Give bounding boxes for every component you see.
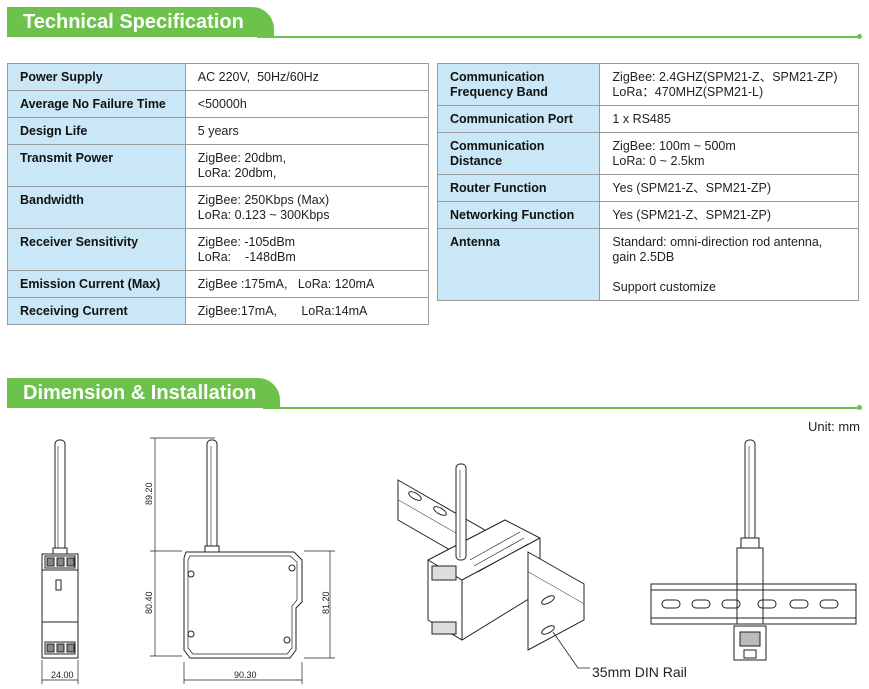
spec-value-cell: Standard: omni-direction rod antenna,gai… [599, 228, 859, 301]
spec-value: LoRa: 0.123 ~ 300Kbps [197, 208, 330, 222]
dim-header-dot [857, 405, 862, 410]
spec-value: LoRa: 0 ~ 2.5km [612, 154, 705, 168]
spec-value: LoRa：470MHZ(SPM21-L) [612, 85, 764, 99]
spec-value: ZigBee: 100m ~ 500m [612, 139, 736, 153]
spec-value-cell: AC 220V, 50Hz/60Hz [184, 63, 430, 91]
left-spec-row: Emission Current (Max) ZigBee :175mA, LoR… [7, 270, 430, 298]
spec-label: Bandwidth [20, 193, 84, 207]
spec-label: Networking Function [450, 208, 575, 222]
spec-value: ZigBee: 2.4GHZ(SPM21-Z、SPM21-ZP) [612, 70, 838, 84]
spec-value: Yes (SPM21-Z、SPM21-ZP) [612, 181, 772, 195]
left-spec-row: Transmit Power ZigBee: 20dbm,LoRa: 20dbm, [7, 144, 430, 187]
spec-label: Distance [450, 154, 503, 168]
spec-value-cell: ZigBee: 2.4GHZ(SPM21-Z、SPM21-ZP)LoRa：470… [599, 63, 859, 106]
spec-value: ZigBee: -105dBm [197, 235, 296, 249]
spec-value-cell: ZigBee :175mA, LoRa: 120mA [184, 270, 430, 298]
spec-value-cell: Yes (SPM21-Z、SPM21-ZP) [599, 201, 859, 229]
left-spec-row: Design Life 5 years [7, 117, 430, 145]
rear-view-drawing [650, 439, 857, 661]
spec-value: LoRa: 20dbm, [197, 166, 277, 180]
body-height-left-dimension: 80.40 [144, 591, 154, 614]
spec-value-cell: Yes (SPM21-Z、SPM21-ZP) [599, 174, 859, 202]
spec-label-cell: Design Life [7, 117, 186, 145]
spec-value: AC 220V, 50Hz/60Hz [197, 70, 319, 84]
right-spec-row: Router Function Yes (SPM21-Z、SPM21-ZP) [436, 174, 859, 202]
spec-label: Communication [450, 70, 545, 84]
body-width-dimension: 90.30 [234, 670, 257, 680]
left-spec-row: Average No Failure Time <50000h [7, 90, 430, 118]
left-spec-row: Power Supply AC 220V, 50Hz/60Hz [7, 63, 430, 91]
spec-label-cell: Average No Failure Time [7, 90, 186, 118]
spec-value: LoRa: -148dBm [197, 250, 296, 264]
spec-value: <50000h [197, 97, 247, 111]
spec-label-cell: Bandwidth [7, 186, 186, 229]
spec-value-cell: <50000h [184, 90, 430, 118]
spec-label-cell: Communication Port [436, 105, 601, 133]
front-view-drawing [150, 437, 335, 684]
spec-header-rule [257, 36, 860, 38]
spec-value-cell: ZigBee: 250Kbps (Max)LoRa: 0.123 ~ 300Kb… [184, 186, 430, 229]
spec-value: Standard: omni-direction rod antenna, [612, 235, 823, 249]
spec-value: ZigBee: 20dbm, [197, 151, 287, 165]
right-spec-row: Antenna Standard: omni-direction rod ante… [436, 228, 859, 301]
spec-section-title: Technical Specification [7, 7, 274, 37]
spec-label: Communication [450, 139, 545, 153]
left-spec-row: Bandwidth ZigBee: 250Kbps (Max)LoRa: 0.12… [7, 186, 430, 229]
spec-label-cell: Power Supply [7, 63, 186, 91]
spec-label: Frequency Band [450, 85, 548, 99]
spec-value: 5 years [197, 124, 239, 138]
spec-label-cell: Router Function [436, 174, 601, 202]
spec-label: Emission Current (Max) [20, 277, 161, 291]
dim-section-title: Dimension & Installation [7, 378, 280, 408]
spec-label-cell: Transmit Power [7, 144, 186, 187]
din-rail-label: 35mm DIN Rail [592, 664, 687, 680]
spec-label: Receiving Current [20, 304, 128, 318]
spec-value: Yes (SPM21-Z、SPM21-ZP) [612, 208, 772, 222]
spec-value: ZigBee: 250Kbps (Max) [197, 193, 330, 207]
spec-label: Average No Failure Time [20, 97, 166, 111]
spec-label: Communication Port [450, 112, 573, 126]
right-spec-row: Networking Function Yes (SPM21-Z、SPM21-ZP… [436, 201, 859, 229]
left-spec-row: Receiving Current ZigBee:17mA, LoRa:14mA [7, 297, 430, 325]
antenna-height-dimension: 89.20 [144, 482, 154, 505]
spec-label-cell: Receiver Sensitivity [7, 228, 186, 271]
spec-label: Power Supply [20, 70, 103, 84]
spec-value-cell: ZigBee: 20dbm,LoRa: 20dbm, [184, 144, 430, 187]
spec-label-cell: Networking Function [436, 201, 601, 229]
spec-label-cell: Antenna [436, 228, 601, 301]
spec-label: Design Life [20, 124, 88, 138]
isometric-view-drawing [397, 463, 590, 669]
spec-value-cell: ZigBee:17mA, LoRa:14mA [184, 297, 430, 325]
spec-label: Router Function [450, 181, 547, 195]
side-view-drawing [41, 439, 79, 684]
spec-value: ZigBee :175mA, LoRa: 120mA [197, 277, 375, 291]
spec-label: Antenna [450, 235, 500, 249]
body-height-right-dimension: 81.20 [321, 591, 331, 614]
unit-label: Unit: mm [808, 419, 860, 434]
spec-label: Transmit Power [20, 151, 114, 165]
spec-section-header: Technical Specification [7, 7, 863, 39]
spec-value: Support customize [612, 280, 716, 294]
spec-label-cell: Emission Current (Max) [7, 270, 186, 298]
spec-label-cell: Receiving Current [7, 297, 186, 325]
spec-label: Receiver Sensitivity [20, 235, 139, 249]
spec-value-cell: 5 years [184, 117, 430, 145]
spec-value: 1 x RS485 [612, 112, 671, 126]
side-width-dimension: 24.00 [51, 670, 74, 680]
spec-value: gain 2.5DB [612, 250, 675, 264]
dim-section-header: Dimension & Installation [7, 378, 863, 410]
dim-header-rule [263, 407, 860, 409]
spec-value: ZigBee:17mA, LoRa:14mA [197, 304, 368, 318]
spec-header-dot [857, 34, 862, 39]
